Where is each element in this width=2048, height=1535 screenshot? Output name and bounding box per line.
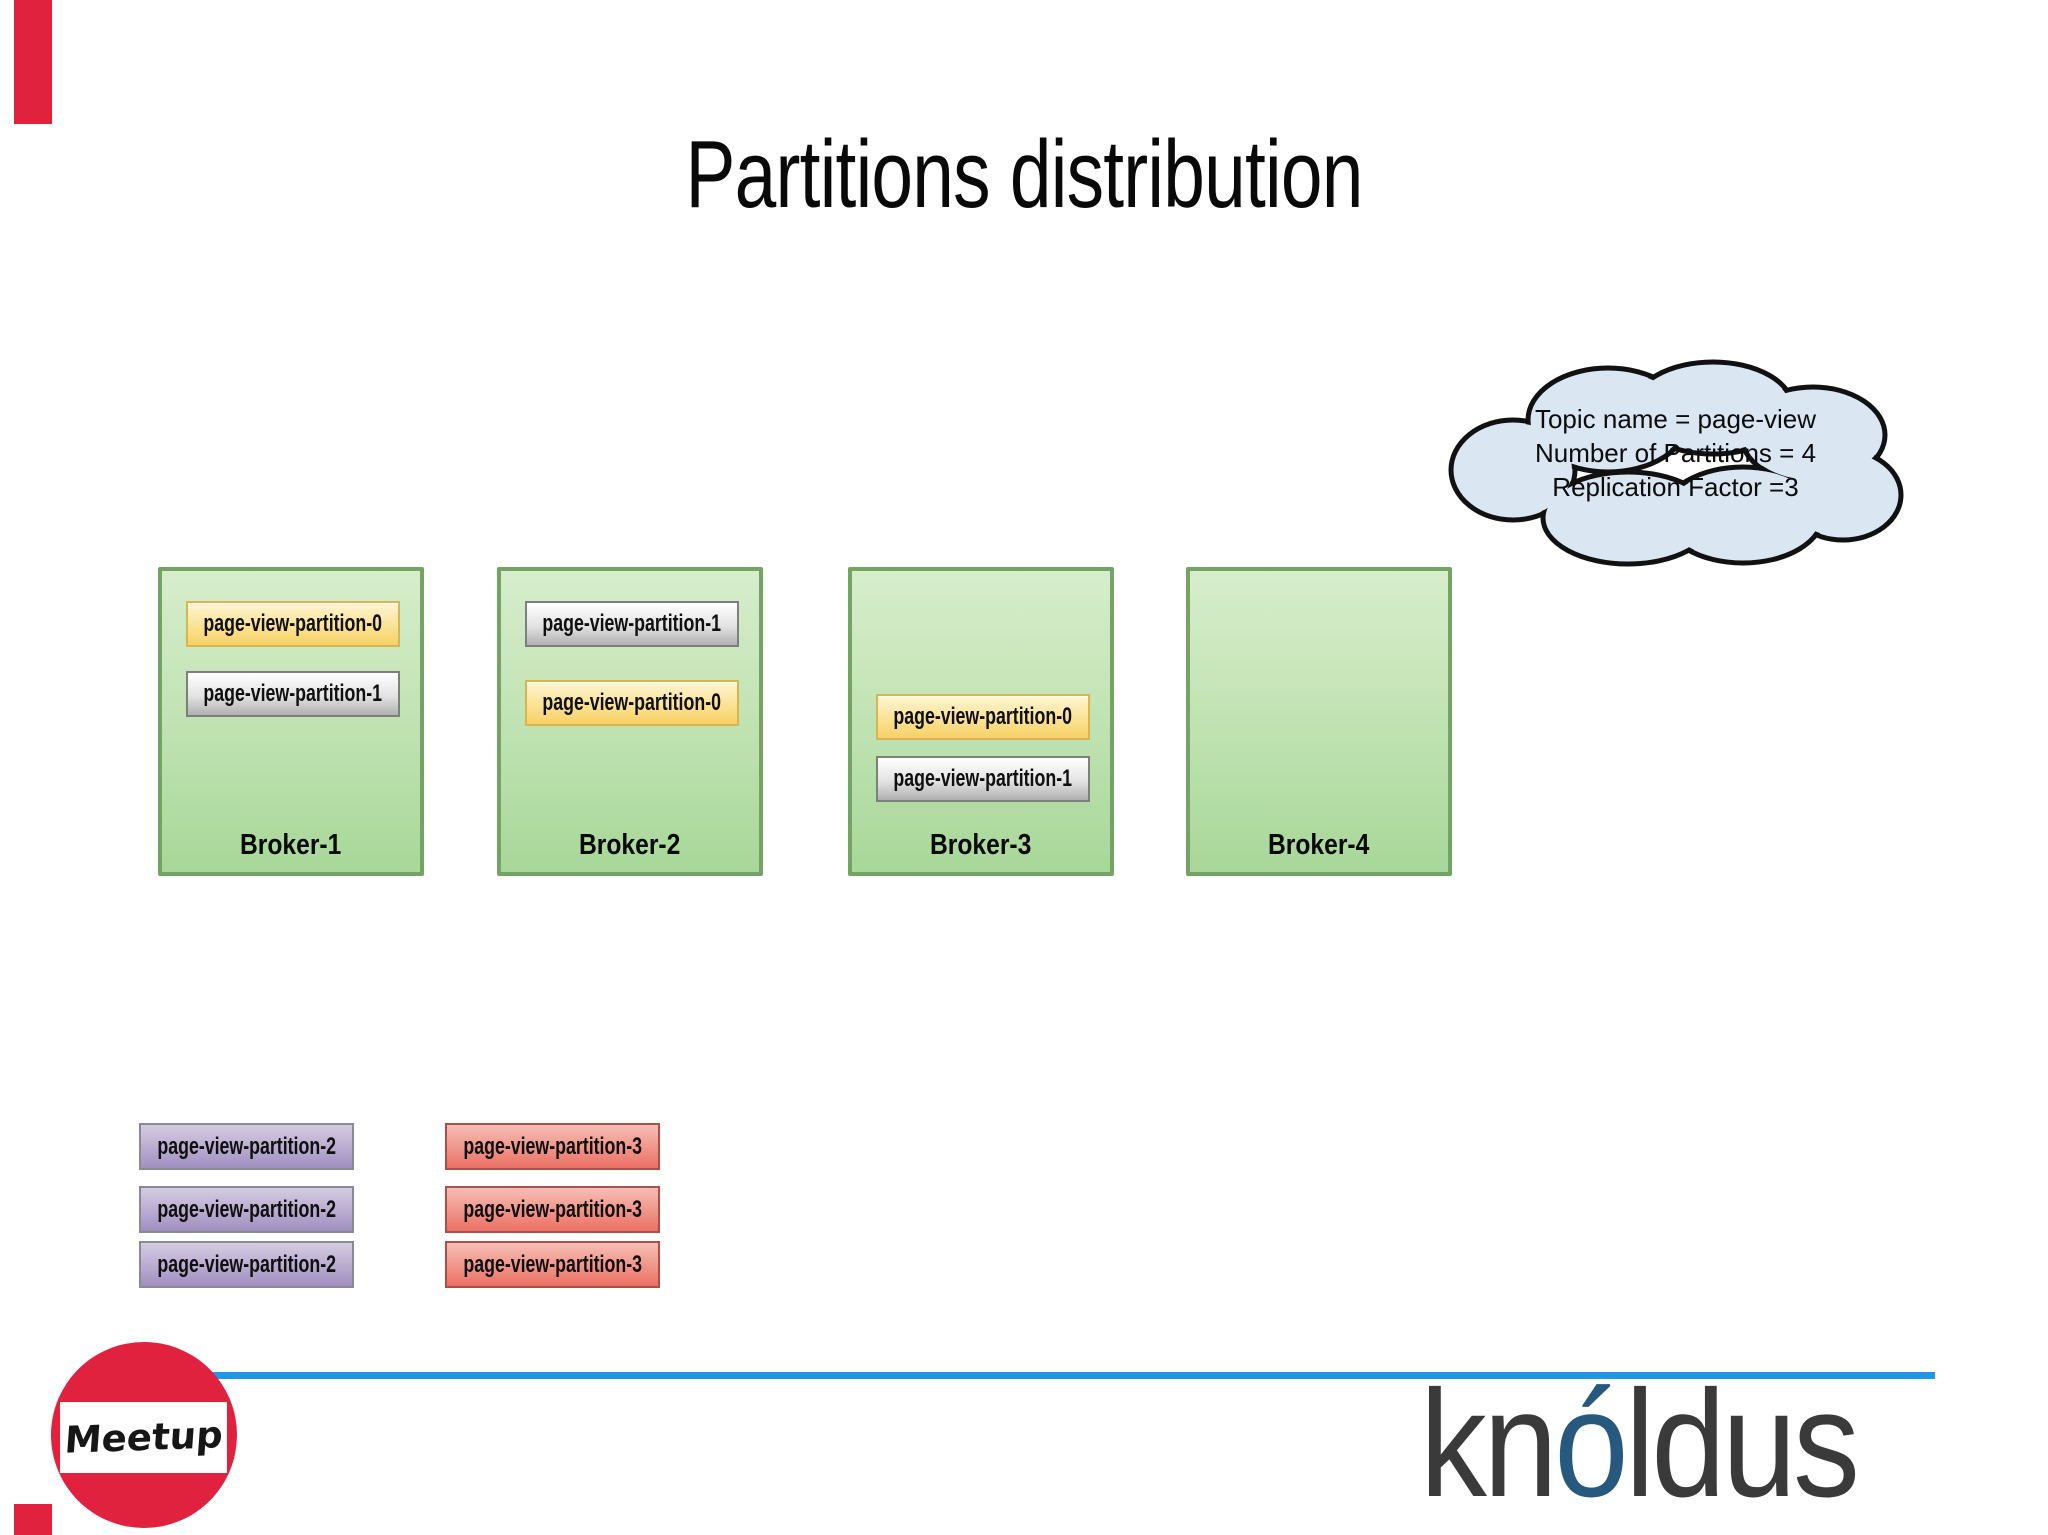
meetup-logo-label-box: Meetup — [60, 1402, 227, 1473]
knoldus-logo-suffix: ldus — [1625, 1359, 1860, 1529]
partition-chip-label: page-view-partition-1 — [542, 610, 722, 637]
partition-chip: page-view-partition-1 — [525, 601, 739, 647]
replica-chip: page-view-partition-2 — [139, 1241, 354, 1288]
knoldus-logo-prefix: kn — [1420, 1359, 1558, 1529]
replica-chip: page-view-partition-3 — [445, 1123, 660, 1170]
broker-2-box: page-view-partition-1 page-view-partitio… — [497, 567, 763, 876]
knoldus-logo: knóldus — [1420, 1368, 1860, 1520]
cloud-line-replication-factor: Replication Factor =3 — [1552, 472, 1799, 502]
replica-chip-label: page-view-partition-2 — [157, 1132, 336, 1160]
replica-chip: page-view-partition-2 — [139, 1186, 354, 1233]
replica-chip-label: page-view-partition-2 — [157, 1250, 336, 1278]
meetup-logo: Meetup — [51, 1342, 237, 1528]
partition-chip: page-view-partition-0 — [525, 680, 739, 726]
partition-chip-label: page-view-partition-0 — [893, 703, 1073, 730]
partition-chip: page-view-partition-1 — [876, 756, 1090, 802]
cloud-shape — [1448, 359, 1904, 567]
cloud-line-topic-name: Topic name = page-view — [1534, 404, 1817, 434]
broker-name: Broker-4 — [1268, 829, 1370, 861]
replica-chip-label: page-view-partition-2 — [157, 1195, 336, 1223]
partition-chip-label: page-view-partition-0 — [542, 689, 722, 716]
cloud-line-num-partitions: Number of Partitions = 4 — [1534, 438, 1817, 468]
footer-divider-line — [200, 1372, 1935, 1379]
partition-chip: page-view-partition-1 — [186, 671, 400, 717]
replica-chip: page-view-partition-3 — [445, 1241, 660, 1288]
partition-chip: page-view-partition-0 — [186, 601, 400, 647]
replica-chip-label: page-view-partition-3 — [463, 1195, 642, 1223]
cloud-text: Topic name = page-view Number of Partiti… — [1443, 402, 1908, 504]
knoldus-logo-accent-o: ó — [1554, 1359, 1628, 1529]
topic-annotation-cloud: Topic name = page-view Number of Partiti… — [1443, 350, 1908, 572]
broker-4-box: Broker-4 — [1186, 567, 1452, 876]
page-title: Partitions distribution — [0, 120, 2048, 230]
broker-name: Broker-1 — [240, 829, 342, 861]
page-title-text: Partitions distribution — [685, 121, 1363, 228]
partition-chip-label: page-view-partition-1 — [203, 680, 383, 707]
broker-name: Broker-3 — [930, 829, 1032, 861]
broker-1-box: page-view-partition-0 page-view-partitio… — [158, 567, 424, 876]
left-accent-bar-bottom — [14, 1504, 52, 1535]
partition-chip: page-view-partition-0 — [876, 694, 1090, 740]
replica-chip-label: page-view-partition-3 — [463, 1132, 642, 1160]
left-accent-bar-top — [14, 0, 52, 124]
partition-chip-label: page-view-partition-1 — [893, 765, 1073, 792]
replica-chip: page-view-partition-2 — [139, 1123, 354, 1170]
meetup-logo-text: Meetup — [62, 1413, 225, 1462]
partition-chip-label: page-view-partition-0 — [203, 610, 383, 637]
broker-name: Broker-2 — [579, 829, 681, 861]
broker-3-box: page-view-partition-0 page-view-partitio… — [848, 567, 1114, 876]
replica-chip: page-view-partition-3 — [445, 1186, 660, 1233]
replica-chip-label: page-view-partition-3 — [463, 1250, 642, 1278]
